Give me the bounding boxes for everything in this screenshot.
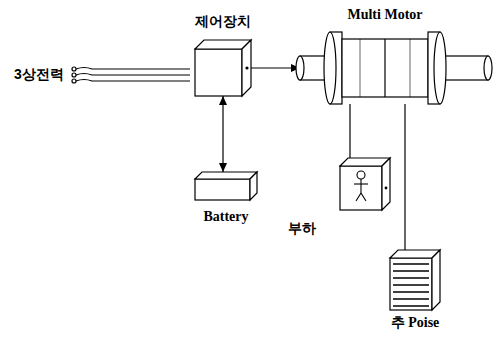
flow-arrow [251,67,300,68]
node-label: Battery [203,208,248,225]
multi-motor-outline [300,32,488,104]
flow-arrow [222,96,223,172]
node-label: 부하 [288,220,316,237]
hanging-rope [404,104,405,250]
power-label: 3상전력 [14,66,64,83]
load-box-outline [340,158,390,210]
control-unit: 제어장치 [195,40,251,96]
battery-box: Battery [195,172,257,200]
battery-box-outline [195,172,257,200]
node-label: Multi Motor [347,6,422,23]
poise-weight-outline [390,250,440,310]
node-label: 제어장치 [195,13,251,30]
load-box: 부하 [340,158,390,210]
poise-weight: 추 Poise [390,250,440,310]
hanging-rope [349,104,350,158]
node-label: 추 Poise [391,314,440,331]
control-unit-outline [195,40,251,96]
multi-motor: Multi Motor [300,32,488,104]
